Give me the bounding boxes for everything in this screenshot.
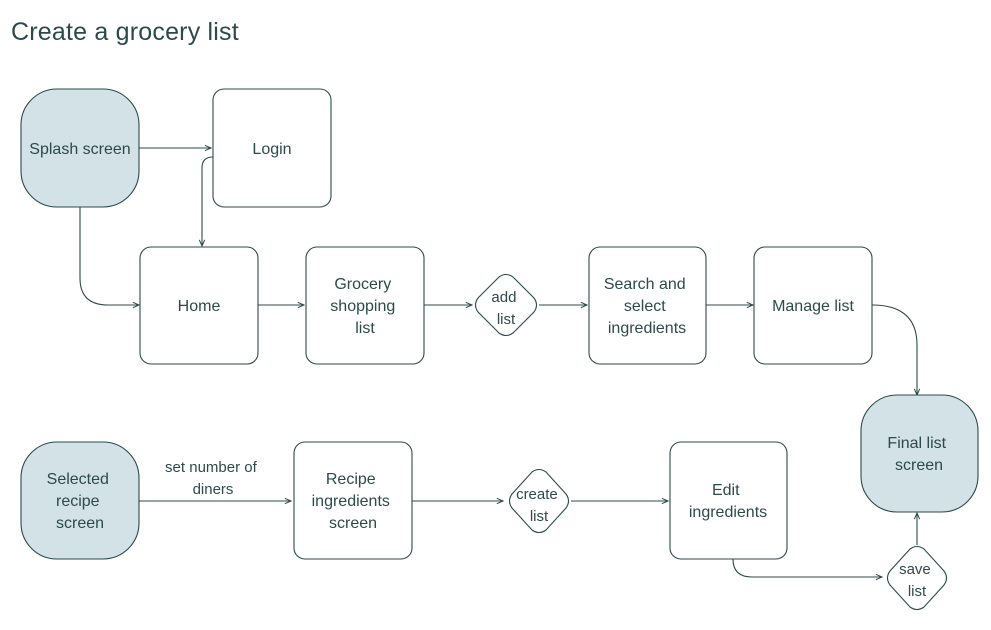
node-label: Final list screen xyxy=(887,435,950,474)
process-shape xyxy=(305,246,425,365)
node-label: create list xyxy=(516,486,562,525)
node-label-line: Edit xyxy=(712,482,740,499)
node-login: Login xyxy=(212,88,332,208)
terminal-shape xyxy=(20,441,140,560)
node-search-select-ingredients: Search and select ingredients xyxy=(588,246,707,365)
node-label-line: Login xyxy=(252,141,291,158)
node-label-line: screen xyxy=(895,457,943,474)
decision-shape xyxy=(508,468,570,534)
node-label: Recipe ingredients screen xyxy=(312,471,395,532)
node-add-list: add list xyxy=(474,273,538,337)
node-label-line: ingredients xyxy=(689,504,767,521)
node-label-line: shopping xyxy=(330,298,395,315)
node-label-line: list xyxy=(355,320,375,337)
edge-manage-to-final xyxy=(871,304,917,395)
node-label-line: ingredients xyxy=(312,493,390,510)
node-selected-recipe-screen: Selected recipe screen xyxy=(20,441,140,560)
edges xyxy=(79,148,917,577)
process-shape xyxy=(588,246,707,365)
node-manage-list: Manage list xyxy=(753,246,873,365)
node-label-line: create xyxy=(516,486,558,503)
edge-edit-to-save-list xyxy=(732,558,882,577)
decision-shape xyxy=(474,273,538,337)
node-edit-ingredients: Edit ingredients xyxy=(669,441,788,560)
node-label: save list xyxy=(899,561,935,600)
node-label-line: select xyxy=(624,298,666,315)
node-label-line: Grocery xyxy=(334,276,391,293)
node-save-list: save list xyxy=(886,545,948,611)
node-label: Splash screen xyxy=(29,141,130,158)
node-create-list: create list xyxy=(508,468,570,534)
node-label-line: Home xyxy=(178,298,221,315)
node-label-line: Recipe xyxy=(326,471,376,488)
node-label-line: Manage list xyxy=(772,298,854,315)
node-splash-screen: Splash screen xyxy=(20,88,140,208)
node-label: Grocery shopping list xyxy=(330,276,399,337)
node-label-line: screen xyxy=(329,515,377,532)
terminal-shape xyxy=(20,88,140,208)
node-label: Selected recipe screen xyxy=(47,471,114,532)
edge-splash-to-home xyxy=(79,207,139,305)
node-label-line: save xyxy=(899,561,931,578)
process-shape xyxy=(293,441,413,560)
node-final-list-screen: Final list screen xyxy=(860,394,979,513)
node-recipe-ingredients-screen: Recipe ingredients screen xyxy=(293,441,413,560)
node-label: add list xyxy=(491,289,520,328)
node-grocery-shopping-list: Grocery shopping list xyxy=(305,246,425,365)
process-shape xyxy=(139,246,259,365)
process-shape xyxy=(753,246,873,365)
process-shape xyxy=(669,441,788,560)
terminal-shape xyxy=(860,394,979,513)
node-label-line: recipe xyxy=(56,493,100,510)
node-label-line: list xyxy=(908,583,927,600)
node-label-line: list xyxy=(497,311,516,328)
edge-label-line: diners xyxy=(193,481,234,498)
node-label: Edit ingredients xyxy=(689,482,767,521)
edge-label-set-diners: set number of diners xyxy=(165,459,261,498)
edge-login-to-home xyxy=(202,156,214,246)
node-label-line: screen xyxy=(56,515,104,532)
node-label-line: Selected xyxy=(47,471,109,488)
node-label-line: Search and xyxy=(604,276,686,293)
node-label-line: ingredients xyxy=(608,320,686,337)
node-label: Login xyxy=(252,141,291,158)
node-label-line: add xyxy=(491,289,516,306)
edge-label-line: set number of xyxy=(165,459,258,476)
node-label-line: Splash screen xyxy=(29,141,130,158)
node-label: Home xyxy=(178,298,221,315)
diagram-title: Create a grocery list xyxy=(11,18,239,46)
node-label: Search and select ingredients xyxy=(604,276,690,337)
process-shape xyxy=(212,88,332,208)
decision-shape xyxy=(886,545,948,611)
node-label-line: Final list xyxy=(887,435,946,452)
node-label: Manage list xyxy=(772,298,854,315)
node-home: Home xyxy=(139,246,259,365)
node-label-line: list xyxy=(530,508,549,525)
